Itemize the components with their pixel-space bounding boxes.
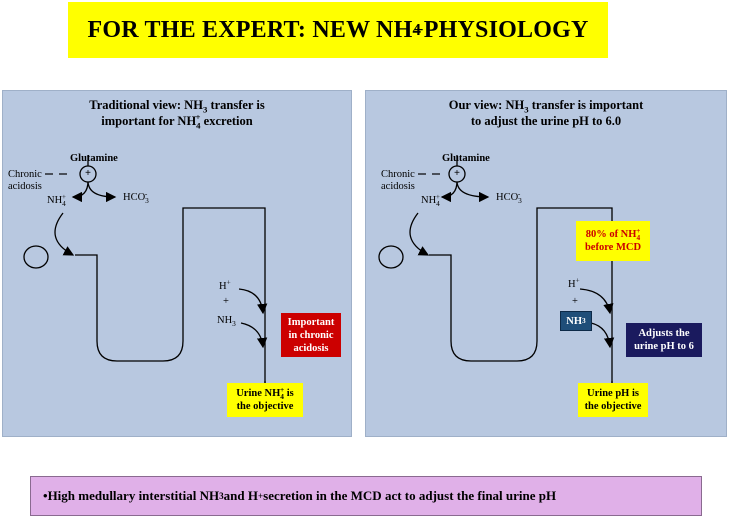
nephron-tubule: [75, 207, 266, 396]
acidosis-label: acidosis: [381, 181, 415, 192]
yellow-box-text: Urine NH: [236, 388, 281, 399]
important-in-chronic-acidosis-box: Important in chronic acidosis: [281, 313, 341, 357]
nh3-label: NH3: [217, 315, 236, 327]
our-view-panel: Our view: NH3 transfer is important to a…: [365, 90, 727, 437]
hco3-sub: 3: [518, 196, 522, 206]
urine-ph-objective-box: Urine pH is the objective: [578, 383, 648, 417]
chronic-label: Chronic: [8, 169, 42, 180]
chronic-label: Chronic: [381, 169, 415, 180]
heading-text: transfer is important: [528, 98, 644, 112]
pct-sub: 4: [636, 233, 641, 243]
hco3-text: HCO: [496, 192, 519, 203]
eighty-percent-nh4-box: 80% of NH4+ before MCD: [576, 221, 650, 261]
pct-text: 80% of NH: [585, 229, 637, 240]
hco3-production-arrow: [456, 180, 490, 203]
nh4-label: NH4+: [421, 191, 440, 209]
nh4-transfer-arrow: [54, 212, 75, 256]
pct-sup: +: [636, 225, 641, 235]
nh4-sub: 4: [62, 199, 66, 209]
heading-sub: 3: [202, 104, 208, 115]
heading-sup: +: [195, 111, 201, 122]
acidosis-label: acidosis: [8, 181, 42, 192]
heading-text: Our view: NH: [448, 98, 525, 112]
right-panel-heading: Our view: NH3 transfer is important to a…: [366, 97, 726, 129]
right-diagram: [378, 155, 618, 399]
heading-sub: 3: [524, 104, 529, 115]
h-plus-label: H+: [568, 275, 580, 291]
nh4-production-arrow: [71, 180, 89, 203]
nephron-tubule: [429, 207, 613, 396]
cell-circle: [23, 245, 49, 269]
glutamine-label: Glutamine: [70, 153, 118, 164]
hco3-label: HCO3-: [496, 188, 522, 206]
footer-text: and H: [223, 488, 258, 503]
yellow-box-line: Urine pH is: [587, 388, 639, 399]
heading-sub: 4: [196, 120, 201, 131]
adjusts-urine-ph-box: Adjusts the urine pH to 6: [626, 323, 702, 357]
h-plus-label: H+: [219, 277, 231, 293]
nh3-sub: 3: [232, 319, 236, 329]
plus-sign: +: [454, 168, 460, 179]
adjust-box-line: Adjusts the: [638, 328, 690, 339]
h-text: H: [219, 281, 227, 292]
footer-text: High medullary interstitial NH: [47, 488, 220, 503]
left-diagram: [23, 155, 271, 399]
title-tail: PHYSIOLOGY: [423, 16, 589, 43]
heading-text: excretion: [200, 114, 253, 128]
nh4-text: NH: [47, 195, 63, 206]
nh3-secretion-arrow: [590, 322, 615, 349]
nh4-production-arrow: [440, 180, 458, 203]
h-sup: +: [575, 275, 580, 285]
plus-label: +: [572, 296, 578, 307]
left-panel-heading: Traditional view: NH3 transfer is import…: [3, 97, 351, 131]
heading-text: transfer is: [207, 98, 265, 112]
nh3-secretion-arrow: [240, 322, 268, 349]
red-box-line: acidosis: [293, 342, 329, 354]
bullet: •: [43, 488, 48, 503]
heading-text: Traditional view: NH: [89, 98, 203, 112]
h-sup: +: [226, 277, 231, 287]
pct-line: before MCD: [584, 242, 642, 253]
plus-sign: +: [85, 168, 91, 179]
yellow-box-sub: 4: [280, 392, 284, 402]
hco3-production-arrow: [87, 180, 117, 203]
traditional-view-panel: Traditional view: NH3 transfer is import…: [2, 90, 352, 437]
nh4-text: NH: [421, 195, 437, 206]
footer-text: secretion in the MCD act to adjust the f…: [263, 488, 557, 503]
adjust-box-line: urine pH to 6: [634, 341, 694, 352]
hco3-sub: 3: [145, 196, 149, 206]
yellow-box-sup: +: [279, 384, 285, 394]
red-box-line: in chronic: [288, 329, 334, 341]
red-box-line: Important: [287, 316, 335, 328]
hco3-text: HCO: [123, 192, 146, 203]
yellow-box-line: the objective: [584, 401, 642, 412]
nh4-sub: 4: [436, 199, 440, 209]
h-secretion-arrow: [579, 288, 614, 315]
heading-text: to adjust the urine pH to 6.0: [470, 114, 622, 128]
cell-circle: [378, 245, 404, 269]
title-text: FOR THE EXPERT: NEW NH: [87, 16, 413, 43]
plus-label: +: [223, 296, 229, 307]
nh4-sup: +: [61, 191, 66, 201]
nh3-text: NH: [566, 315, 583, 327]
yellow-box-line: the objective: [236, 401, 294, 412]
glutamine-label: Glutamine: [442, 153, 490, 164]
stimulation-circle: [448, 165, 466, 183]
nh4-label: NH4+: [47, 191, 66, 209]
stimulation-circle: [79, 165, 97, 183]
h-text: H: [568, 279, 576, 290]
nh3-text: NH: [217, 315, 233, 326]
yellow-box-text: is: [284, 388, 294, 399]
hco3-sup: -: [517, 188, 521, 198]
h-secretion-arrow: [238, 288, 268, 315]
heading-text: important for NH: [101, 114, 197, 128]
nh4-transfer-arrow: [409, 212, 430, 256]
urine-nh4-objective-box: Urine NH4+ is the objective: [227, 383, 303, 417]
hco3-label: HCO3-: [123, 188, 149, 206]
hco3-sup: -: [144, 188, 148, 198]
nh4-sup: +: [435, 191, 440, 201]
